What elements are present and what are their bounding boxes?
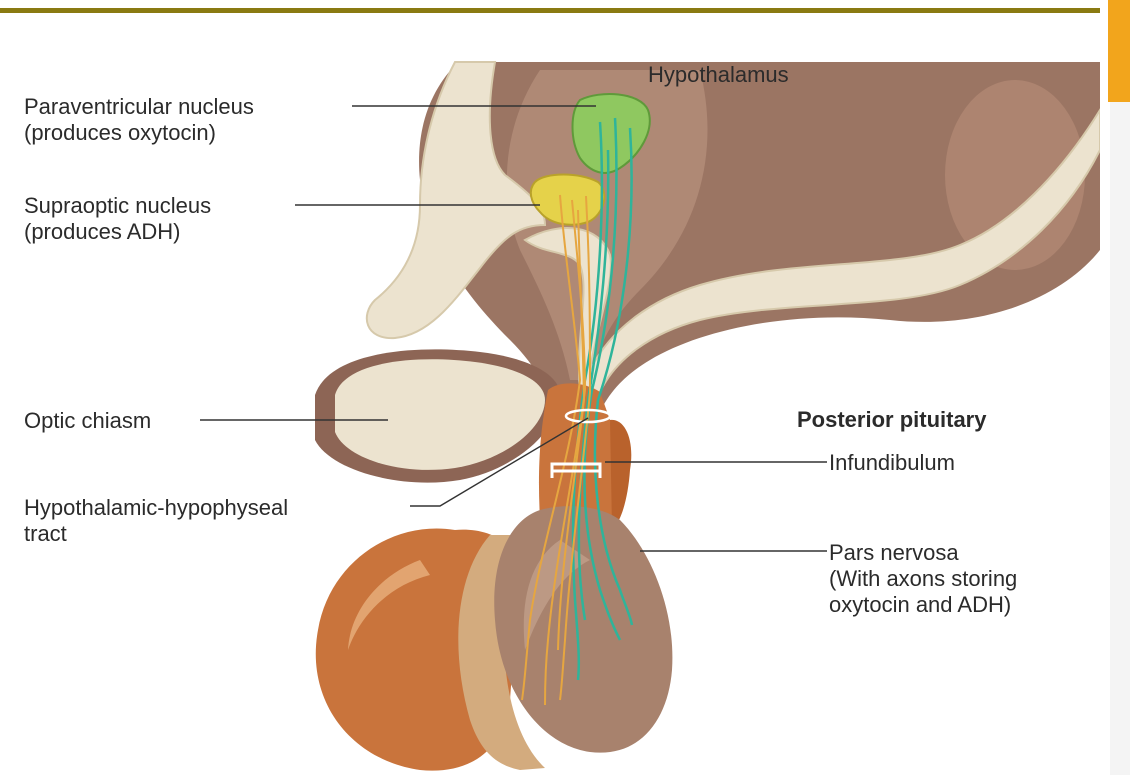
infundibulum-label: Infundibulum — [829, 450, 955, 476]
stalk-side — [610, 420, 631, 528]
pars-nervosa-line1: Pars nervosa — [829, 540, 1100, 566]
edge-strip — [1110, 102, 1130, 775]
tract-label: Hypothalamic-hypophyseal tract — [24, 495, 288, 547]
pars-nervosa-line2: (With axons storing — [829, 566, 1100, 592]
supraoptic-line1: Supraoptic nucleus — [24, 193, 211, 219]
tract-line1: Hypothalamic-hypophyseal — [24, 495, 288, 521]
supraoptic-nucleus-label: Supraoptic nucleus (produces ADH) — [24, 193, 211, 245]
optic-chiasm-label: Optic chiasm — [24, 408, 151, 434]
pars-nervosa — [494, 506, 672, 752]
supraoptic-line2: (produces ADH) — [24, 219, 211, 245]
hypothalamus-label: Hypothalamus — [648, 62, 789, 88]
posterior-pituitary-label: Posterior pituitary — [797, 407, 986, 433]
paraventricular-line2: (produces oxytocin) — [24, 120, 254, 146]
paraventricular-nucleus-label: Paraventricular nucleus (produces oxytoc… — [24, 94, 254, 146]
edge-tab — [1108, 0, 1130, 102]
paraventricular-line1: Paraventricular nucleus — [24, 94, 254, 120]
tract-line2: tract — [24, 521, 288, 547]
pars-nervosa-line3: oxytocin and ADH) — [829, 592, 1100, 618]
pars-nervosa-label: Pars nervosa (With axons storing oxytoci… — [829, 540, 1100, 618]
